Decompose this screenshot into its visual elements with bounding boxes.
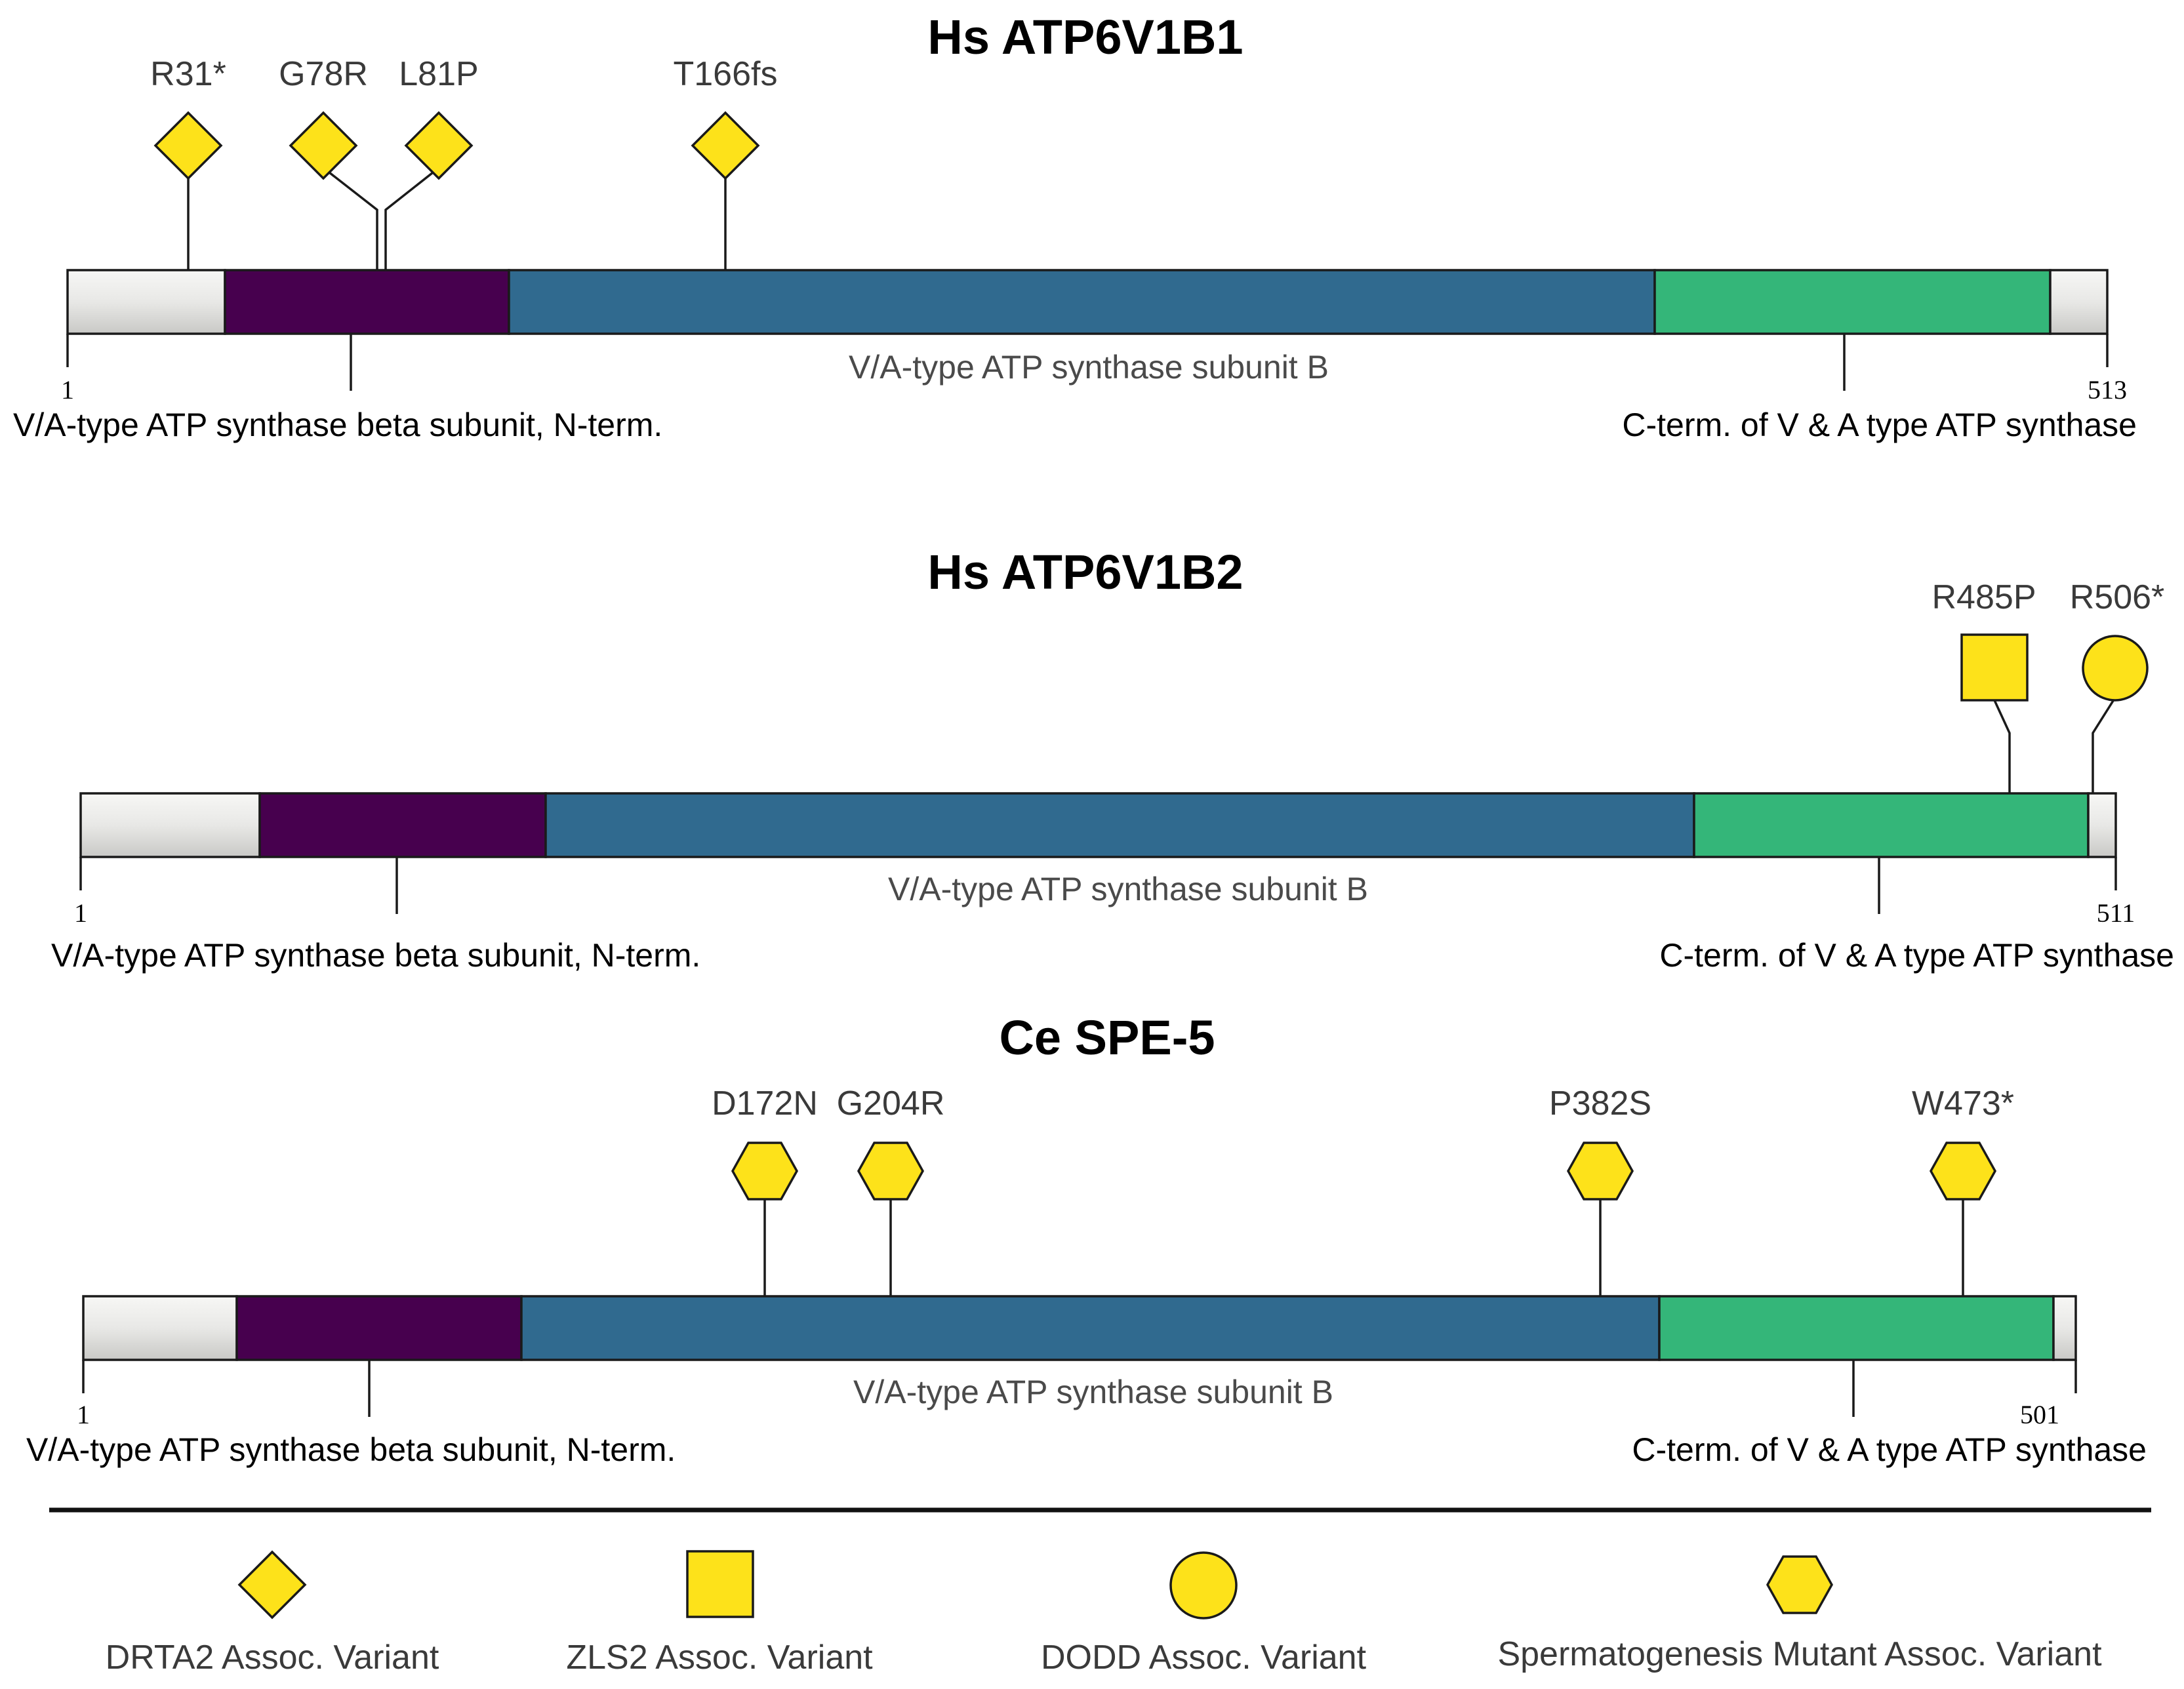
protein-panel-spe5: Ce SPE-5 1 501 V/A-type ATP synthase sub… <box>26 1010 2147 1468</box>
variant-pin: T166fs <box>674 55 778 270</box>
variant-pin: R506* <box>2070 578 2165 793</box>
unstructured-c-segment <box>2052 1295 2077 1361</box>
c-term-domain <box>1653 269 2052 335</box>
variant-pin: P382S <box>1549 1084 1651 1296</box>
variant-label: G78R <box>279 55 368 93</box>
subunit-b-domain-label: V/A-type ATP synthase subunit B <box>888 871 1368 907</box>
end-position-label: 511 <box>2097 898 2135 928</box>
n-term-domain-label: V/A-type ATP synthase beta subunit, N-te… <box>51 937 700 974</box>
start-position-label: 1 <box>61 375 74 405</box>
protein-title: Hs ATP6V1B1 <box>927 10 1243 64</box>
square-icon <box>686 1550 754 1618</box>
c-term-domain-label: C-term. of V & A type ATP synthase <box>1659 937 2174 974</box>
start-position-label: 1 <box>74 898 87 928</box>
hexagon-icon <box>1929 1142 1997 1201</box>
diamond-icon <box>289 111 358 180</box>
square-icon <box>1960 633 2029 702</box>
end-position-label: 501 <box>2020 1400 2059 1429</box>
variant-label: L81P <box>399 55 478 93</box>
legend: DRTA2 Assoc. Variant ZLS2 Assoc. Variant… <box>106 1550 2102 1677</box>
legend-label: Spermatogenesis Mutant Assoc. Variant <box>1497 1635 2102 1673</box>
variant-pin: D172N <box>712 1084 818 1296</box>
variant-pin: G78R <box>279 55 378 270</box>
variant-pin: L81P <box>384 55 479 270</box>
variant-label: R485P <box>1932 578 2036 616</box>
variant-pin: R485P <box>1932 578 2036 793</box>
protein-bar <box>79 792 2117 858</box>
legend-item: ZLS2 Assoc. Variant <box>566 1550 873 1677</box>
protein-title: Hs ATP6V1B2 <box>927 545 1243 599</box>
unstructured-n-segment <box>79 792 261 858</box>
variant-stem <box>2092 697 2116 793</box>
unstructured-n-segment <box>82 1295 238 1361</box>
n-term-domain <box>235 1295 523 1361</box>
circle-icon <box>2082 635 2149 702</box>
unstructured-c-segment <box>2049 269 2109 335</box>
c-term-domain-label: C-term. of V & A type ATP synthase <box>1632 1431 2147 1468</box>
hexagon-icon <box>1566 1142 1634 1201</box>
diamond-icon <box>404 111 474 180</box>
c-term-domain <box>1693 792 2090 858</box>
subunit-b-domain-label: V/A-type ATP synthase subunit B <box>849 349 1329 386</box>
variant-label: G204R <box>837 1084 945 1123</box>
variant-label: T166fs <box>674 55 778 93</box>
legend-item: Spermatogenesis Mutant Assoc. Variant <box>1497 1555 2102 1673</box>
variant-label: D172N <box>712 1084 818 1123</box>
end-position-label: 513 <box>2088 375 2127 405</box>
start-position-label: 1 <box>77 1400 90 1429</box>
variant-stem <box>322 167 378 270</box>
variant-stem <box>384 167 440 270</box>
legend-label: DODD Assoc. Variant <box>1041 1639 1367 1677</box>
variant-label: R31* <box>150 55 226 93</box>
unstructured-c-segment <box>2087 792 2117 858</box>
n-term-domain <box>224 269 510 335</box>
variant-stem <box>1993 700 2011 793</box>
protein-panel-atp6v1b2: Hs ATP6V1B2 1 511 V/A-type ATP synthase … <box>51 545 2174 974</box>
subunit-b-domain <box>520 1295 1661 1361</box>
hexagon-icon <box>857 1142 925 1201</box>
protein-bar <box>66 269 2109 335</box>
c-term-domain-label: C-term. of V & A type ATP synthase <box>1622 407 2137 443</box>
diamond-icon <box>237 1550 307 1619</box>
legend-item: DODD Assoc. Variant <box>1041 1551 1367 1677</box>
diamond-icon <box>153 111 223 180</box>
hexagon-icon <box>731 1142 799 1201</box>
variant-pin: G204R <box>837 1084 945 1296</box>
variant-label: W473* <box>1912 1084 2014 1123</box>
variant-pin: R31* <box>150 55 226 270</box>
legend-item: DRTA2 Assoc. Variant <box>106 1550 439 1677</box>
variant-label: R506* <box>2070 578 2165 616</box>
variant-pin: W473* <box>1912 1084 2014 1296</box>
n-term-domain-label: V/A-type ATP synthase beta subunit, N-te… <box>26 1431 676 1468</box>
hexagon-icon <box>1766 1555 1834 1614</box>
n-term-domain <box>258 792 547 858</box>
variant-label: P382S <box>1549 1084 1651 1123</box>
subunit-b-domain <box>508 269 1656 335</box>
diamond-icon <box>691 111 760 180</box>
circle-icon <box>1169 1551 1238 1619</box>
protein-title: Ce SPE-5 <box>999 1010 1215 1065</box>
protein-panel-atp6v1b1: Hs ATP6V1B1 1 513 V/A-type ATP synthase … <box>13 10 2137 443</box>
unstructured-n-segment <box>66 269 226 335</box>
subunit-b-domain <box>544 792 1695 858</box>
legend-label: ZLS2 Assoc. Variant <box>566 1639 873 1677</box>
subunit-b-domain-label: V/A-type ATP synthase subunit B <box>853 1374 1333 1410</box>
legend-label: DRTA2 Assoc. Variant <box>106 1639 439 1677</box>
n-term-domain-label: V/A-type ATP synthase beta subunit, N-te… <box>13 407 662 443</box>
c-term-domain <box>1658 1295 2055 1361</box>
protein-bar <box>82 1295 2077 1361</box>
